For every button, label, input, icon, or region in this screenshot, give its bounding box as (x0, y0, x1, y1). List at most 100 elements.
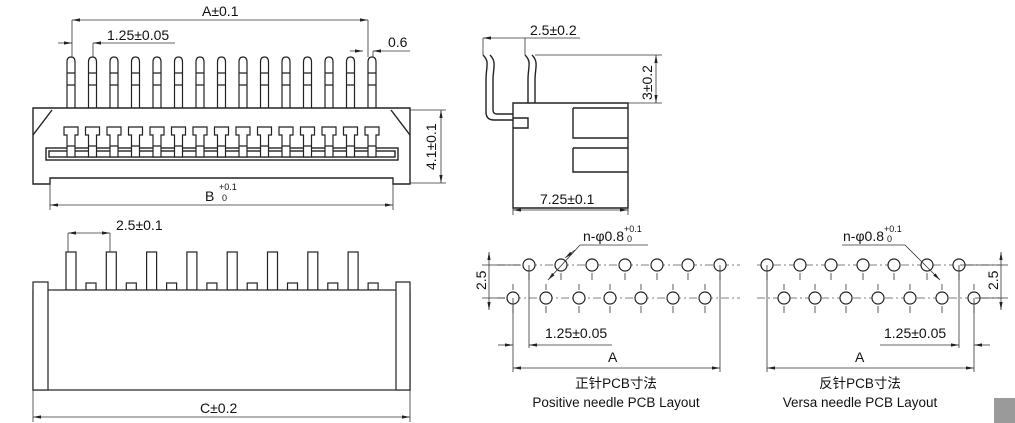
dim-c: C±0.2 (200, 400, 237, 416)
inner-pin (106, 126, 122, 158)
top-pin (324, 56, 334, 108)
front-pin (307, 251, 319, 291)
dim-pin-width: 0.6 (388, 34, 408, 50)
inner-pin (149, 126, 165, 158)
versa-hole-tol-upper: +0.1 (884, 224, 902, 234)
front-pin-short (327, 282, 339, 291)
inner-pin (256, 126, 273, 158)
top-pin (130, 56, 141, 108)
versa-hole-tol-lower: 0 (887, 234, 892, 244)
top-pin (87, 56, 98, 108)
front-pin (226, 251, 238, 291)
pcb-hole (698, 291, 712, 305)
pos-caption-cn: 正针PCB寸法 (575, 376, 657, 391)
front-pin (105, 251, 117, 291)
dim-a: A±0.1 (202, 3, 239, 19)
pcb-hole (887, 258, 901, 272)
inner-pin (278, 126, 294, 158)
top-pins (66, 56, 377, 108)
pos-caption-en: Positive needle PCB Layout (532, 395, 700, 410)
dim-pin-height: 3±0.2 (639, 65, 655, 100)
versa-holes (760, 258, 981, 313)
pcb-hole (572, 291, 586, 305)
positive-holes (506, 258, 727, 313)
inner-pin (170, 126, 187, 158)
inner-pin (213, 126, 230, 158)
front-view: 2.5±0.1 C±0.2 (32, 217, 411, 422)
pos-hole-label: n-φ0.8 (583, 228, 624, 244)
top-pin (195, 56, 205, 108)
dim-b-tol-upper: +0.1 (219, 182, 237, 192)
top-pin (345, 56, 356, 108)
pcb-hole (634, 291, 648, 305)
front-pin (65, 251, 77, 291)
pcb-hole (650, 258, 664, 272)
top-pin (152, 56, 162, 108)
pcb-hole (920, 258, 934, 272)
versa-row-spacing: 2.5 (985, 270, 1001, 290)
pos-hole-tol-upper: +0.1 (624, 224, 642, 234)
top-pin (302, 56, 313, 108)
pcb-hole (777, 291, 791, 305)
front-pin (186, 251, 198, 291)
pos-span: A (608, 349, 618, 365)
pcb-hole (539, 291, 553, 305)
pcb-hole (618, 258, 632, 272)
pcb-hole (903, 291, 917, 305)
pcb-hole (681, 258, 695, 272)
front-pin-short (206, 282, 218, 291)
front-pin-short (367, 282, 379, 291)
front-pin-short (85, 282, 97, 291)
top-pin (367, 56, 377, 108)
pcb-hole (824, 258, 838, 272)
top-pin (173, 56, 184, 108)
corner-badge (994, 398, 1015, 423)
pcb-hole (808, 291, 822, 305)
pcb-hole (585, 258, 599, 272)
inner-pin (127, 126, 144, 158)
inner-pin (192, 126, 208, 158)
inner-pin (342, 126, 359, 158)
inner-pin (63, 126, 79, 158)
pcb-hole (666, 291, 680, 305)
inner-pin (321, 126, 337, 158)
versa-span: A (855, 349, 865, 365)
dim-height: 4.1±0.1 (423, 123, 439, 170)
dim-pitch: 1.25±0.05 (107, 27, 169, 43)
top-pin (259, 56, 270, 108)
dim-depth: 7.25±0.1 (540, 191, 595, 207)
pos-pitch: 1.25±0.05 (545, 325, 607, 341)
dim-pin-spacing: 2.5±0.2 (530, 22, 577, 38)
front-pin-short (166, 282, 178, 291)
pcb-hole (603, 291, 617, 305)
pcb-hole (856, 258, 870, 272)
dim-front-pitch: 2.5±0.1 (116, 217, 163, 233)
pcb-hole (871, 291, 885, 305)
inner-pin (364, 126, 380, 158)
pos-row-spacing: 2.5 (473, 270, 489, 290)
dim-b: B (205, 188, 214, 204)
pcb-hole (793, 258, 807, 272)
top-pin (281, 56, 291, 108)
inner-pins (63, 126, 380, 158)
pcb-hole (935, 291, 949, 305)
front-pin-short (286, 282, 299, 291)
positive-pcb-layout: 2.5 n-φ0.8 +0.1 0 1.25±0.05 A 正针PCB寸法 Po… (473, 224, 740, 410)
front-pin (266, 251, 279, 291)
top-pin (216, 56, 227, 108)
top-view: A±0.1 1.25±0.05 0.6 4.1±0.1 B +0.1 0 (32, 3, 446, 210)
inner-pin (235, 126, 251, 158)
versa-caption-cn: 反针PCB寸法 (819, 376, 901, 391)
side-view: 2.5±0.2 3±0.2 7.25±0.1 (482, 22, 662, 215)
versa-pitch: 1.25±0.05 (884, 325, 946, 341)
front-pin-short (246, 282, 258, 291)
dim-b-tol-lower: 0 (222, 193, 227, 203)
front-pin (347, 251, 359, 291)
front-pin (146, 251, 158, 291)
pos-hole-tol-lower: 0 (627, 234, 632, 244)
inner-pin (84, 126, 101, 158)
versa-caption-en: Versa needle PCB Layout (783, 395, 938, 410)
inner-pin (299, 126, 316, 158)
front-pin-short (125, 282, 137, 291)
